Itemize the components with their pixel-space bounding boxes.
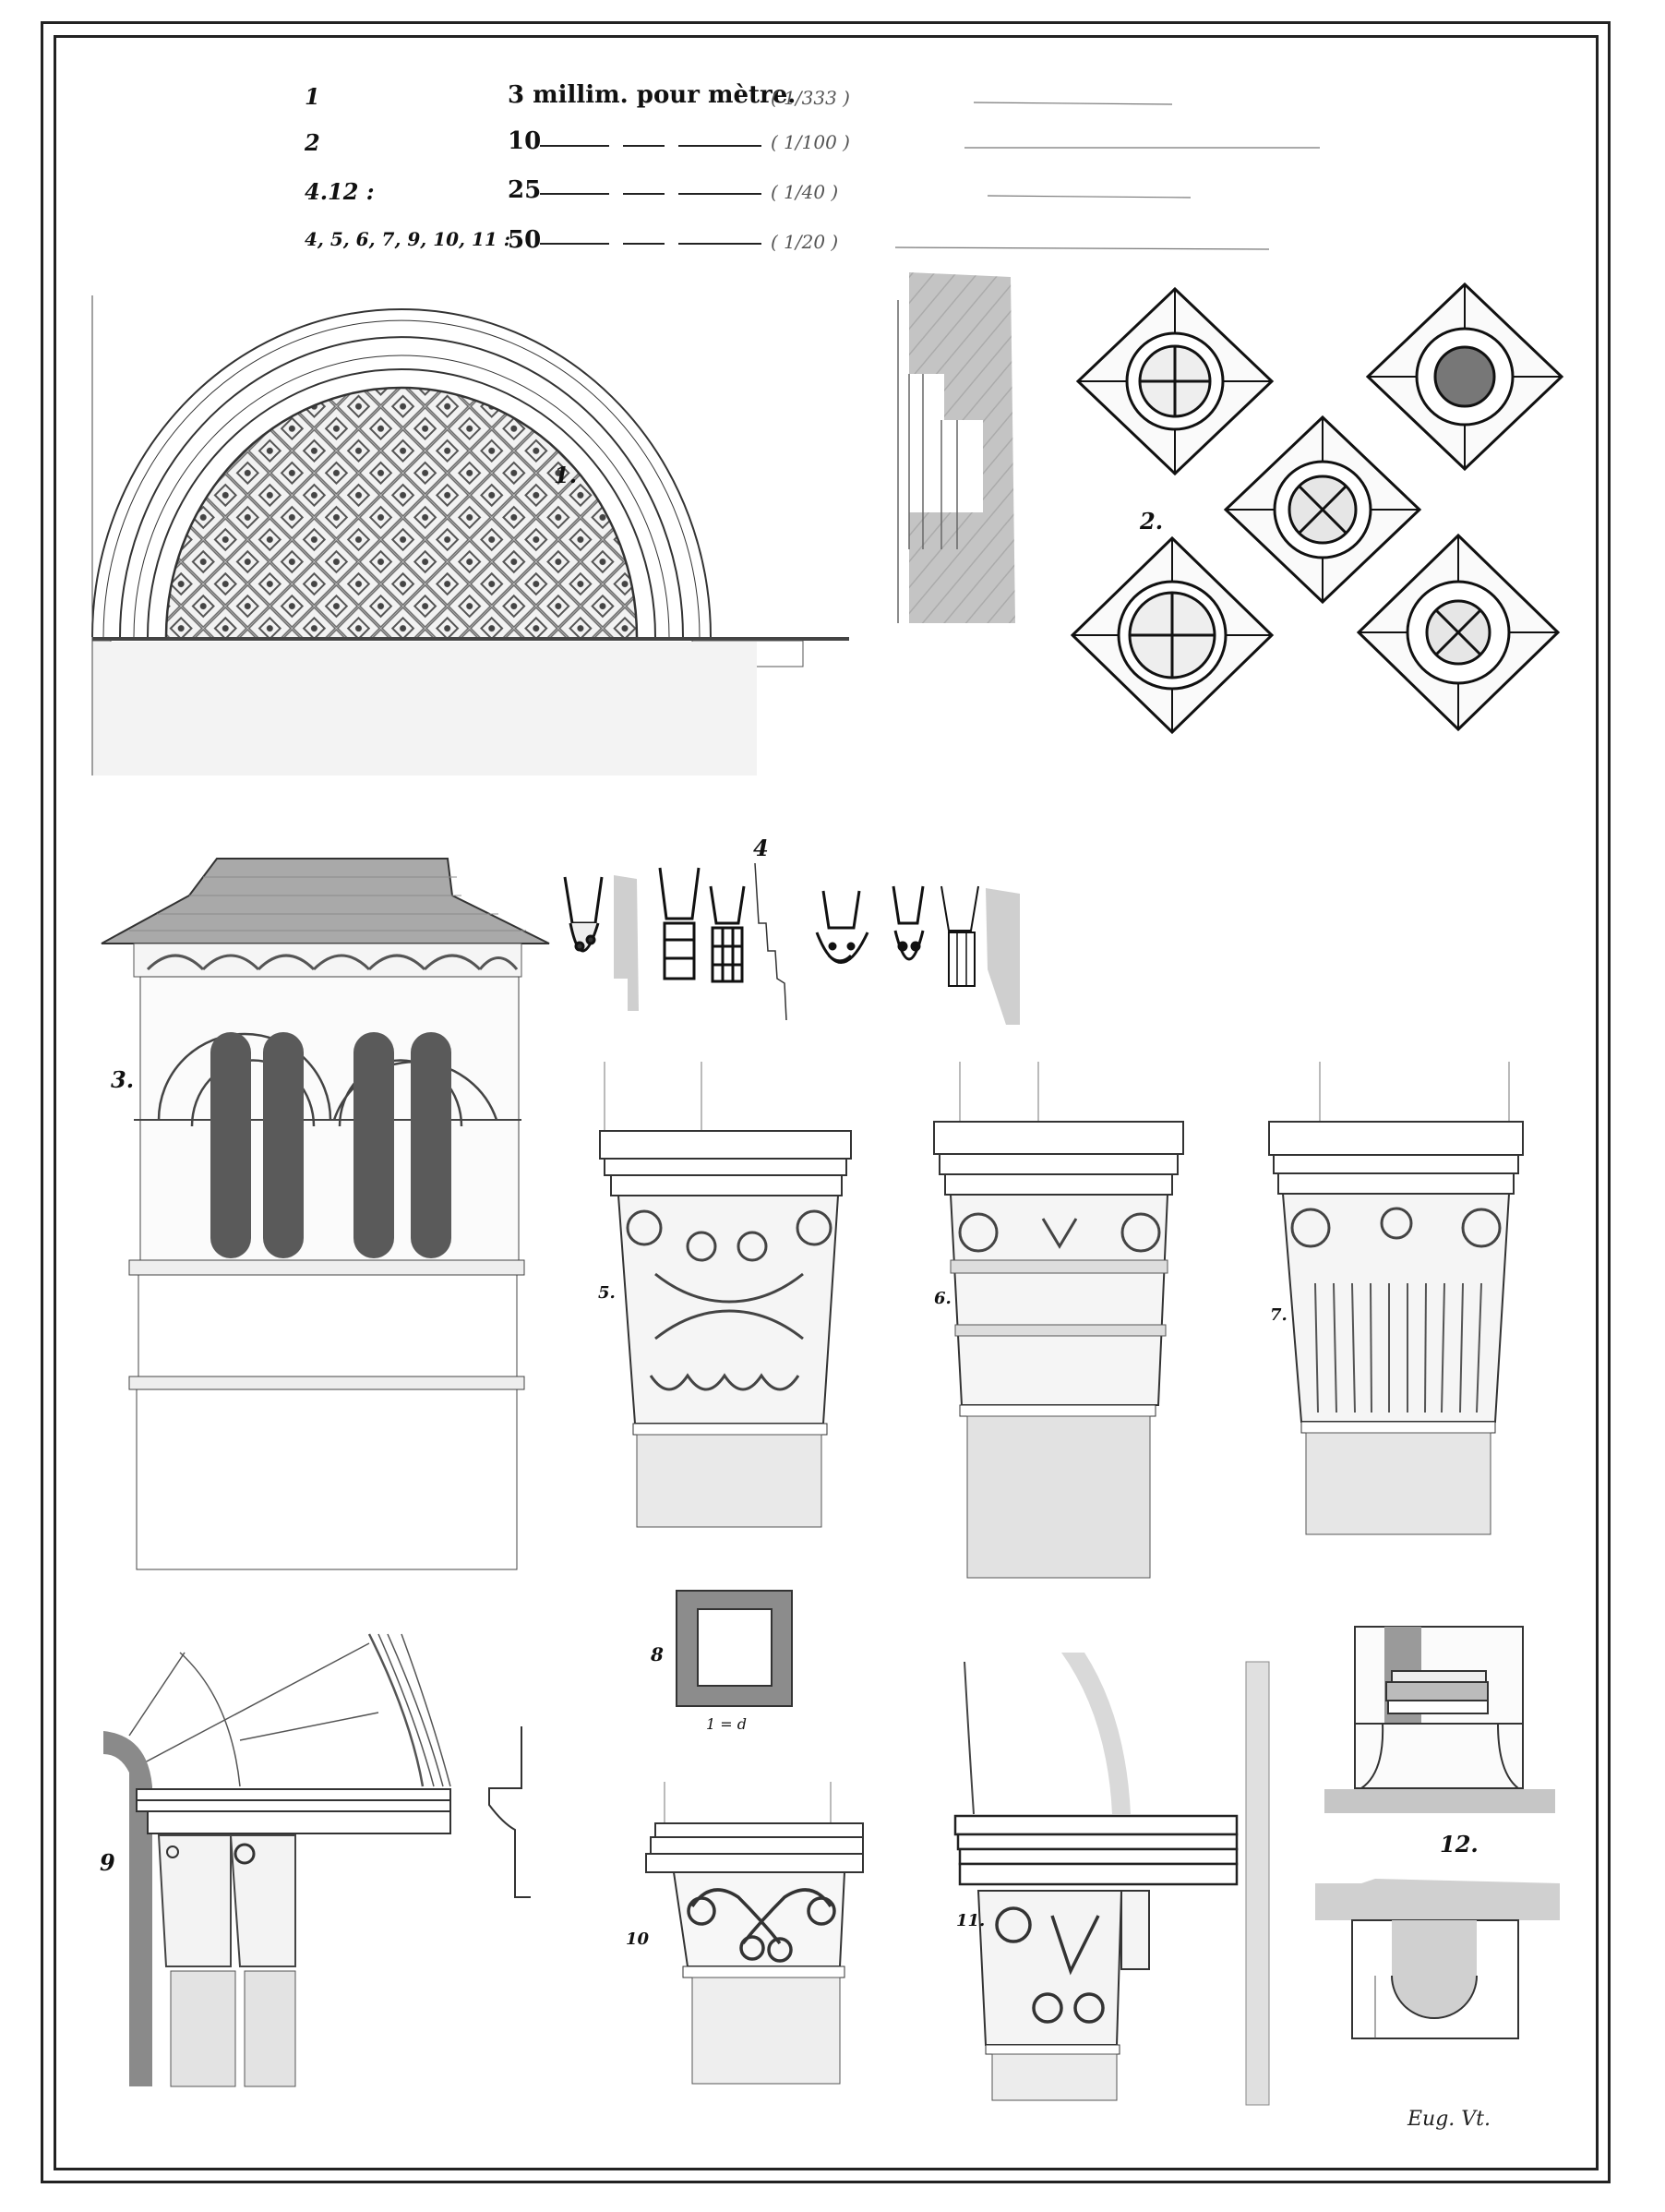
legend-ratio-2: ( 1/100 ) <box>771 131 850 153</box>
fig8-label: 8 <box>651 1643 664 1665</box>
fig4-label: 4 <box>753 835 769 861</box>
fig12-label: 12. <box>1440 1831 1479 1857</box>
corbel-1 <box>563 876 604 953</box>
corbel-fluted <box>940 885 979 987</box>
fig11-label: 11. <box>956 1911 986 1930</box>
fig1-label: 1. <box>554 462 578 488</box>
corbel-2 <box>658 867 701 980</box>
legend-scale-1: 3 millim. pour mètre. <box>508 81 797 109</box>
fig8-sublabel: 1 = d <box>706 1715 747 1733</box>
legend-ratio-3: ( 1/40 ) <box>771 181 839 203</box>
fig2-rosettes-drawing <box>1070 282 1564 735</box>
fig12-base-drawing <box>1315 1626 1560 2039</box>
fig3-tower-drawing <box>101 858 550 1570</box>
fig1-section-drawing <box>897 272 1015 623</box>
plate-inner-border <box>54 35 1599 2170</box>
capital-6 <box>933 1062 1184 1579</box>
fig2-label: 2. <box>1140 508 1164 535</box>
fig7-label: 7. <box>1270 1305 1288 1325</box>
legend-figs-2: 2 <box>305 129 320 156</box>
fig6-label: 6. <box>934 1289 952 1308</box>
plate-outer-border <box>41 21 1611 2183</box>
fig3-label: 3. <box>111 1066 135 1093</box>
fig4-corbels-drawing <box>563 862 1020 1025</box>
capitals-row-drawing <box>599 1062 1524 1579</box>
rosette-top-left <box>1075 286 1275 476</box>
legend-scale-4: 50 <box>508 226 542 254</box>
capital-7 <box>1268 1062 1524 1535</box>
corbel-3 <box>709 885 746 983</box>
corbel-face-2 <box>892 885 925 961</box>
rosette-bottom-right <box>1356 533 1561 732</box>
engraver-signature: Eug. Vt. <box>1407 2108 1491 2131</box>
rosette-center <box>1223 415 1422 605</box>
legend-scale-2: 10 <box>508 127 542 155</box>
fig5-label: 5. <box>598 1283 616 1303</box>
legend-scale-3: 25 <box>508 176 542 204</box>
legend-figs-3: 4.12 : <box>305 178 375 205</box>
fig9-vault-drawing <box>103 1633 531 2087</box>
capital-5 <box>599 1062 852 1528</box>
rosette-bottom-left <box>1070 535 1275 735</box>
scale-bars <box>540 102 1320 250</box>
legend-ratio-1: ( 1/333 ) <box>771 87 850 109</box>
legend-figs-1: 1 <box>305 83 320 110</box>
legend-ratio-4: ( 1/20 ) <box>771 231 839 253</box>
corbel-face-1 <box>815 890 869 964</box>
fig11-capital-drawing <box>953 1653 1270 2106</box>
legend-figs-4: 4, 5, 6, 7, 9, 10, 11 : <box>305 228 511 250</box>
fig1-arch-drawing <box>91 295 849 775</box>
fig9-label: 9 <box>100 1849 115 1876</box>
fig8-pier-section-drawing <box>676 1590 793 1707</box>
rosette-top-right <box>1365 282 1564 472</box>
fig10-label: 10 <box>626 1929 650 1949</box>
fig10-capital-drawing <box>645 1782 864 2085</box>
